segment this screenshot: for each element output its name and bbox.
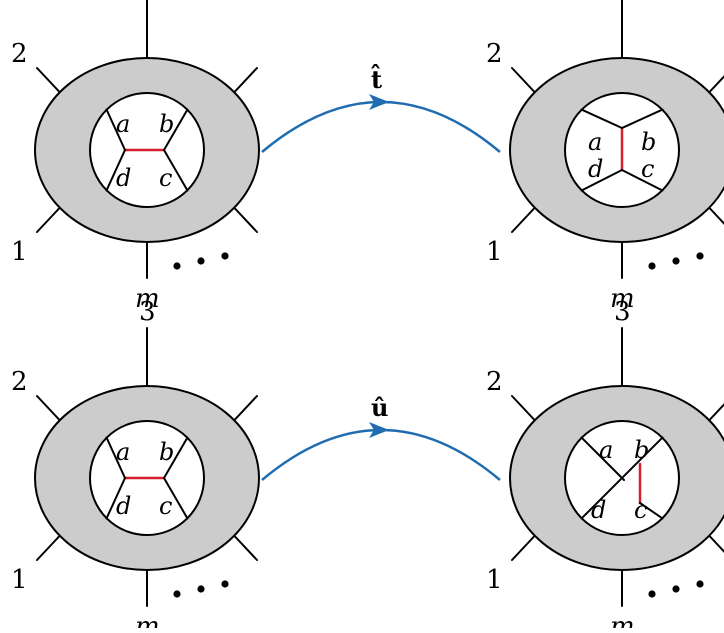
label-b: b xyxy=(159,438,174,466)
label-c: c xyxy=(641,155,654,183)
ellipsis-dot xyxy=(221,252,229,260)
arrow-1: û xyxy=(261,393,501,481)
internal-line-c xyxy=(163,477,189,520)
ellipsis-dot xyxy=(173,262,181,270)
leg-label-2: 2 xyxy=(11,39,28,69)
internal-line-bd xyxy=(580,436,664,520)
ellipsis-dot xyxy=(696,580,704,588)
leg-label-1: 1 xyxy=(11,237,28,267)
internal-line-a xyxy=(105,108,126,151)
internal-line-b xyxy=(621,108,664,129)
internal-line-d xyxy=(580,169,623,192)
leg-label-m: m xyxy=(135,612,160,628)
ellipsis-dot xyxy=(648,590,656,598)
label-a: a xyxy=(116,438,130,466)
arrow-label: û xyxy=(371,393,388,422)
ellipsis-dot xyxy=(696,252,704,260)
ellipsis-dot xyxy=(173,590,181,598)
arrowhead xyxy=(369,94,389,110)
leg-label-1: 1 xyxy=(486,237,503,267)
leg-label-2: 2 xyxy=(486,367,503,397)
arrow-curve xyxy=(261,428,501,481)
label-a: a xyxy=(116,110,130,138)
label-b: b xyxy=(641,128,656,156)
label-c: c xyxy=(159,492,172,520)
leg-label-1: 1 xyxy=(11,565,28,595)
leg-label-m: m xyxy=(135,284,160,314)
label-d: d xyxy=(591,496,606,524)
internal-line-c xyxy=(163,149,189,192)
leg-label-3: 3 xyxy=(614,297,631,327)
internal-line-c xyxy=(621,169,664,192)
internal-line-d xyxy=(105,149,126,192)
leg-label-1: 1 xyxy=(486,565,503,595)
label-c: c xyxy=(159,164,172,192)
label-b: b xyxy=(159,110,174,138)
internal-line-d xyxy=(105,477,126,520)
arrow-curve xyxy=(261,100,501,153)
label-b: b xyxy=(634,436,649,464)
internal-line-a xyxy=(580,108,623,129)
internal-line-a xyxy=(580,436,625,481)
arrow-label: t̂ xyxy=(370,64,382,94)
leg-label-2: 2 xyxy=(11,367,28,397)
ellipsis-dot xyxy=(672,257,680,265)
internal-line-c xyxy=(639,502,664,520)
arrow-0: t̂ xyxy=(261,64,501,153)
internal-line-b xyxy=(163,436,189,479)
arrowhead xyxy=(369,422,389,438)
label-a: a xyxy=(588,128,602,156)
leg-label-m: m xyxy=(610,612,635,628)
label-d: d xyxy=(116,492,131,520)
label-a: a xyxy=(599,436,613,464)
ellipsis-dot xyxy=(197,257,205,265)
internal-line-b xyxy=(163,108,189,151)
leg-label-m: m xyxy=(610,284,635,314)
internal-line-a xyxy=(105,436,126,479)
label-d: d xyxy=(116,164,131,192)
ellipsis-dot xyxy=(197,585,205,593)
ellipsis-dot xyxy=(221,580,229,588)
leg-label-3: 3 xyxy=(139,297,156,327)
leg-label-2: 2 xyxy=(486,39,503,69)
label-c: c xyxy=(634,496,647,524)
ellipsis-dot xyxy=(672,585,680,593)
label-d: d xyxy=(588,155,603,183)
ellipsis-dot xyxy=(648,262,656,270)
